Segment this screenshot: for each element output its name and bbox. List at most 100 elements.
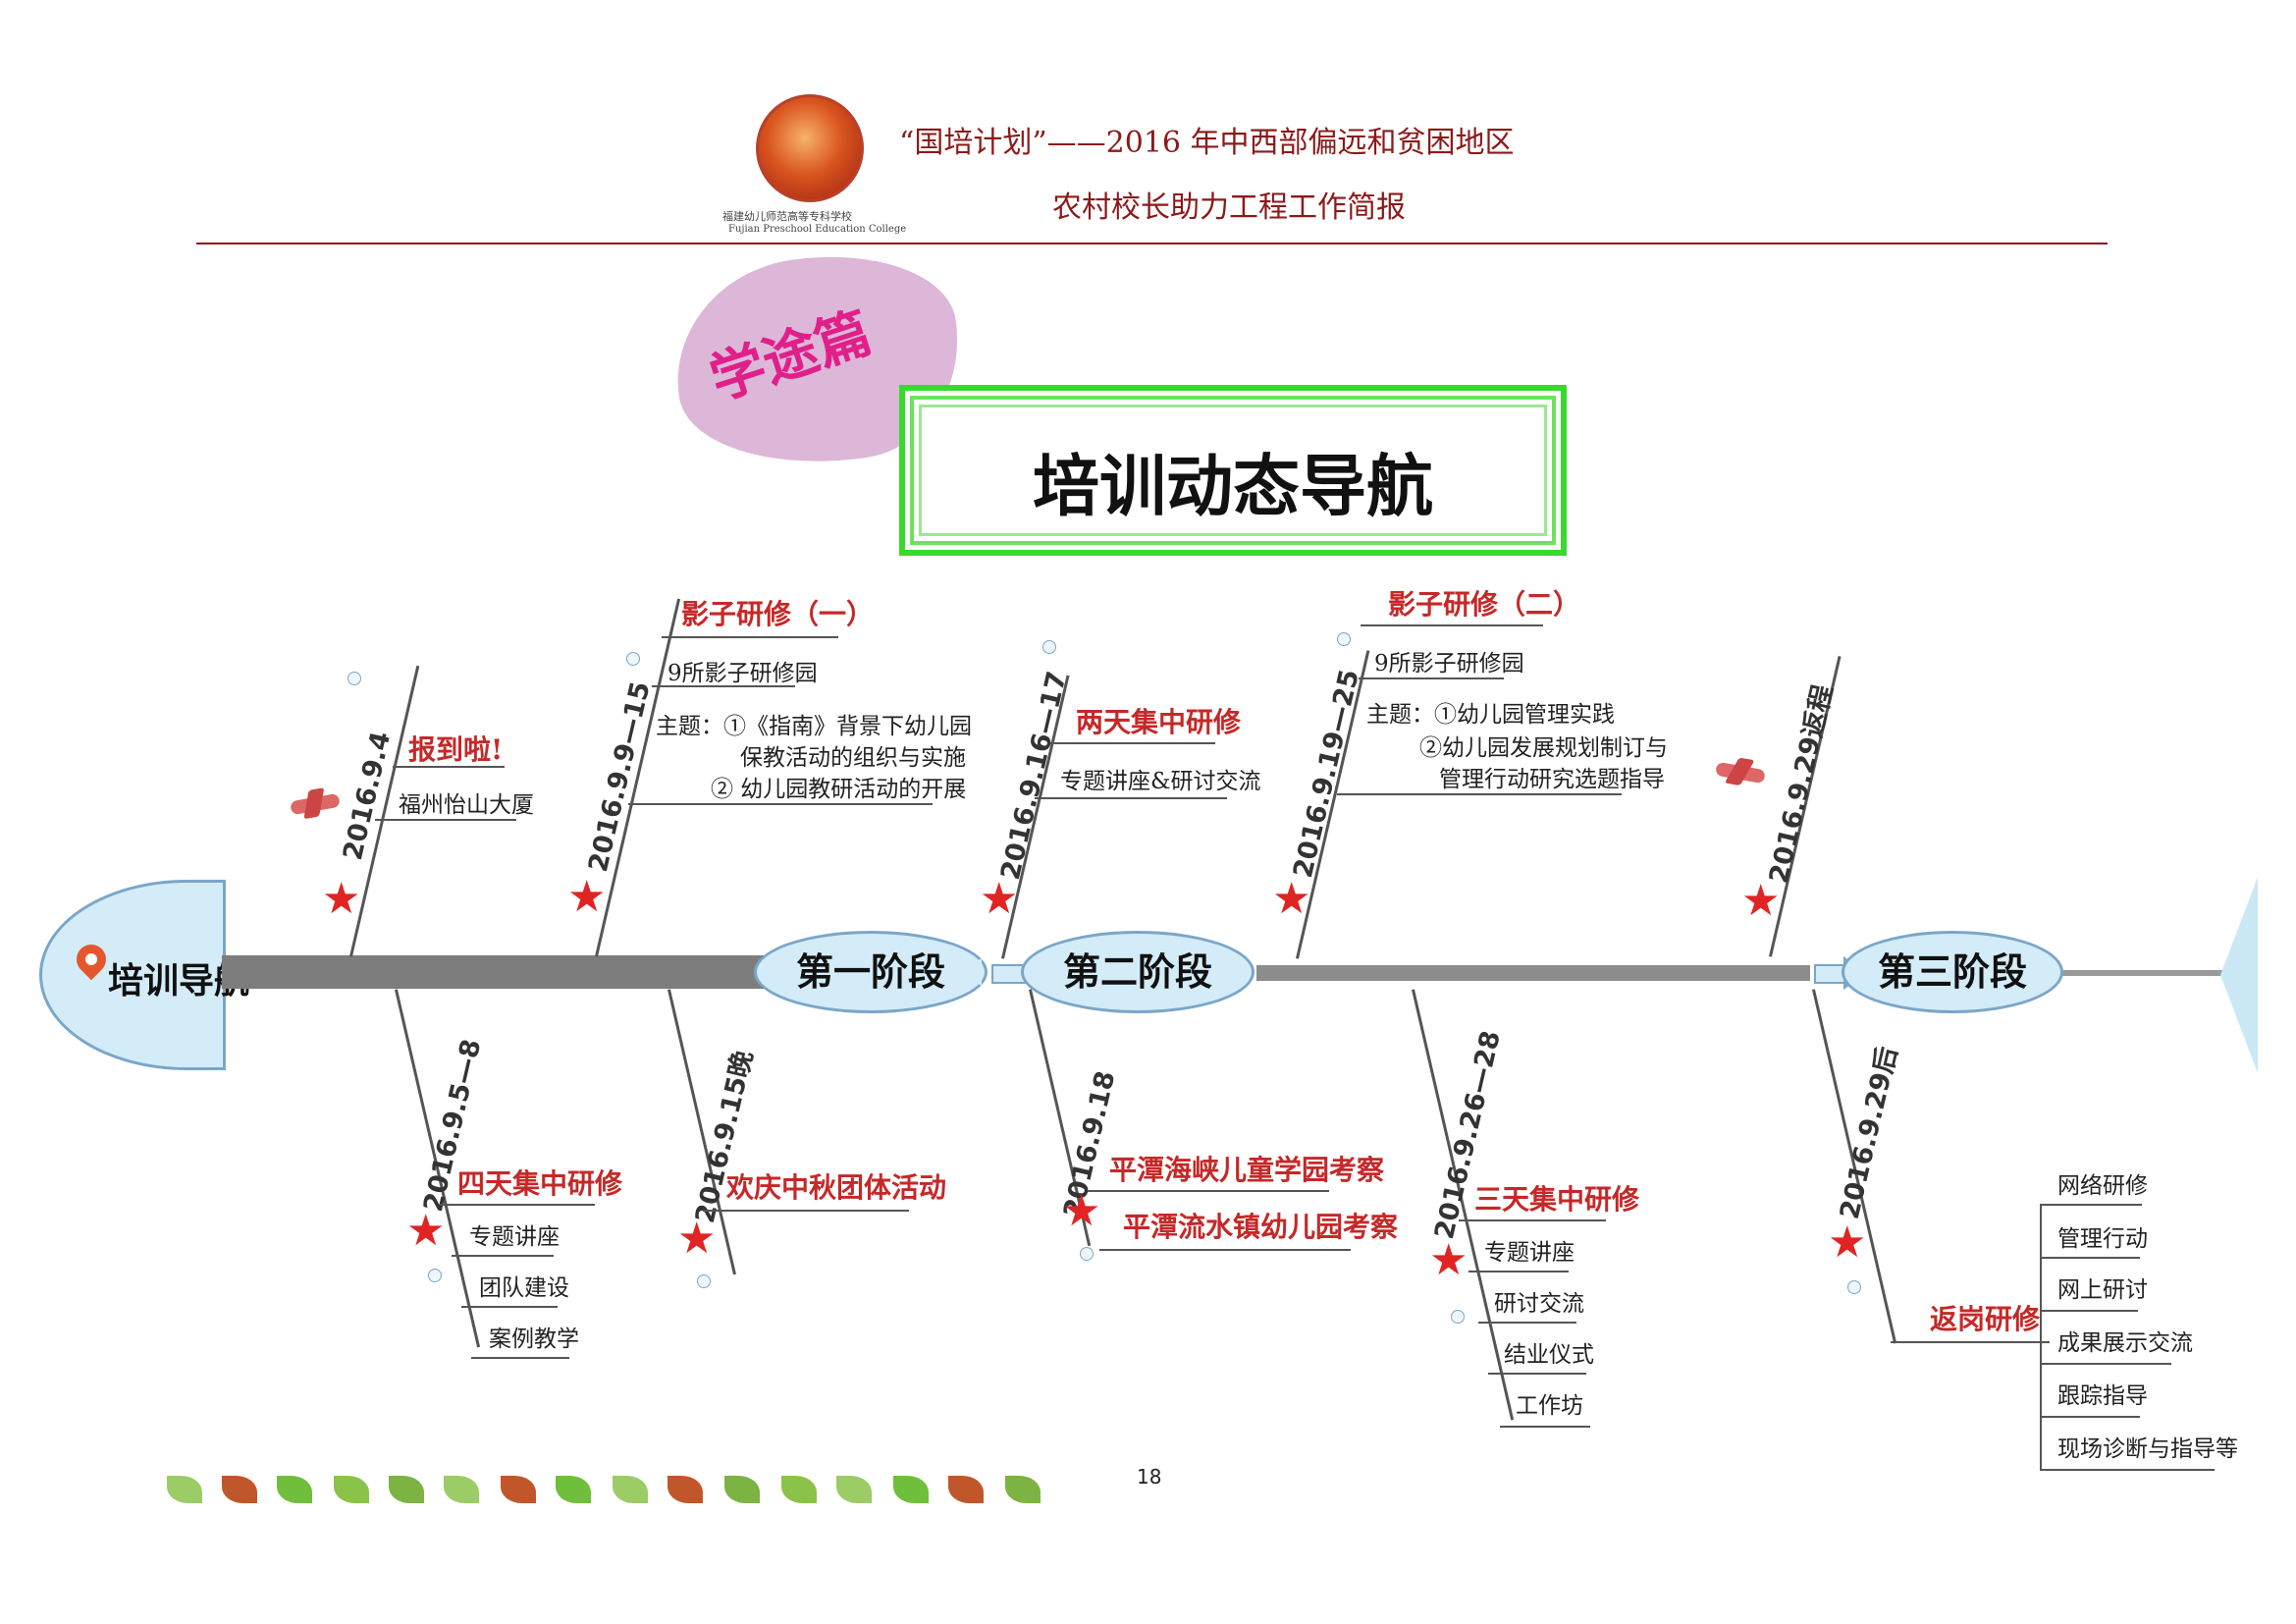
- branch-underline: [461, 1306, 558, 1308]
- branch-underline: [2040, 1204, 2142, 1206]
- branch-item: ②幼儿园发展规划制订与: [1419, 735, 1668, 761]
- branch-item: 案例教学: [489, 1326, 579, 1352]
- star-icon: ★: [980, 874, 1019, 924]
- branch-item: 结业仪式: [1504, 1342, 1594, 1368]
- leaf-icon: [893, 1476, 929, 1503]
- branch-underline: [1361, 624, 1543, 626]
- branch-heading: 四天集中研修: [457, 1167, 623, 1200]
- branch-underline: [471, 1357, 569, 1359]
- leaf-icon: [444, 1476, 479, 1503]
- fishbone-tail: [2220, 877, 2258, 1073]
- branch-underline: [1359, 677, 1504, 679]
- airplane-icon: [1715, 761, 1766, 785]
- branch-underline: [440, 1204, 595, 1206]
- star-icon: ★: [677, 1214, 717, 1264]
- logo-caption-cn: 福建幼儿师范高等专科学校: [722, 210, 852, 223]
- branch-underline: [1468, 1271, 1569, 1272]
- branch-underline: [2040, 1416, 2140, 1418]
- leaf-icon: [334, 1476, 369, 1503]
- leaf-icon: [277, 1476, 312, 1503]
- branch-item: 研讨交流: [1494, 1291, 1584, 1317]
- star-icon: ★: [1828, 1218, 1867, 1268]
- date-label: 2016.9.29返程: [1763, 681, 1840, 887]
- page-number: 18: [1137, 1465, 1162, 1489]
- leaf-icon: [613, 1476, 648, 1503]
- branch-underline: [393, 766, 505, 768]
- branch-underline: [2040, 1469, 2215, 1471]
- star-icon: ★: [322, 874, 361, 924]
- leaf-icon: [556, 1476, 591, 1503]
- branch-heading: 欢庆中秋团体活动: [726, 1171, 947, 1204]
- branch-underline: [652, 685, 795, 687]
- double-arrow-icon: [960, 958, 982, 986]
- date-label: 2016.9.29后: [1834, 1044, 1904, 1222]
- branch-item: 成果展示交流: [2057, 1330, 2193, 1356]
- leaf-icon: [948, 1476, 984, 1503]
- branch-underline: [1337, 793, 1622, 795]
- branch-item: 9所影子研修园: [667, 661, 818, 686]
- leaf-icon: [667, 1476, 703, 1503]
- branch-item: 福州怡山大厦: [399, 792, 534, 818]
- branch-underline: [1050, 742, 1215, 744]
- leaf-icon: [1005, 1476, 1041, 1503]
- branch-item: ② 幼儿园教研活动的开展: [711, 777, 967, 802]
- star-icon: ★: [1272, 874, 1311, 924]
- collapse-icon: [626, 652, 640, 666]
- branch-underline: [628, 803, 933, 805]
- branch-item: 网上研讨: [2057, 1277, 2148, 1303]
- branch-item: 管理行动研究选题指导: [1439, 767, 1665, 792]
- leaf-icon: [501, 1476, 536, 1503]
- branch-heading: 报到啦!: [408, 733, 504, 766]
- branch-underline: [1500, 1426, 1590, 1428]
- branch-item: 现场诊断与指导等: [2057, 1436, 2238, 1462]
- header-title-line2: 农村校长助力工程工作简报: [1052, 190, 1406, 225]
- stage-2: 第二阶段: [1021, 931, 1255, 1013]
- branch-connector: [2040, 1204, 2042, 1469]
- branch-underline: [1088, 1190, 1329, 1192]
- star-icon: ★: [1429, 1235, 1468, 1285]
- branch-item: 平潭流水镇幼儿园考察: [1123, 1211, 1399, 1243]
- leaf-icon: [781, 1476, 817, 1503]
- branch-underline: [2040, 1363, 2171, 1365]
- college-logo: [756, 94, 864, 202]
- branch-item: 跟踪指导: [2057, 1383, 2148, 1409]
- branch-underline: [703, 1210, 909, 1212]
- branch-underline: [375, 819, 516, 821]
- collapse-icon: [1042, 640, 1056, 654]
- branch-item: 网络研修: [2057, 1173, 2148, 1199]
- branch-underline: [2040, 1257, 2140, 1259]
- branch-underline: [452, 1255, 554, 1257]
- star-icon: ★: [1741, 876, 1781, 926]
- branch-item: 9所影子研修园: [1374, 651, 1524, 677]
- leaf-icon: [389, 1476, 424, 1503]
- branch-item: 保教活动的组织与实施: [740, 745, 966, 771]
- branch-item: 主题：①幼儿园管理实践: [1366, 702, 1615, 728]
- leaf-icon: [222, 1476, 257, 1503]
- stage-3: 第三阶段: [1842, 931, 2063, 1013]
- stage-1: 第一阶段: [754, 931, 988, 1013]
- branch-heading: 返岗研修: [1930, 1303, 2041, 1335]
- leaf-icon: [836, 1476, 872, 1503]
- branch-underline: [1478, 1322, 1576, 1324]
- star-icon: ★: [567, 872, 607, 922]
- leaf-icon: [724, 1476, 760, 1503]
- leaf-icon: [167, 1476, 202, 1503]
- collapse-icon: [1337, 632, 1351, 646]
- header-divider: [196, 243, 2108, 244]
- fishbone-spine: [222, 955, 768, 989]
- branch-heading: 两天集中研修: [1076, 706, 1242, 738]
- branch-underline: [1035, 797, 1227, 799]
- branch-underline: [2040, 1310, 2138, 1312]
- airplane-icon: [290, 792, 341, 816]
- branch-underline: [1891, 1341, 2050, 1343]
- branch-item: 专题讲座&研讨交流: [1060, 769, 1261, 794]
- collapse-icon: [1451, 1310, 1465, 1324]
- branch-item: 平潭海峡儿童学园考察: [1109, 1154, 1385, 1186]
- branch-item: 主题：①《指南》背景下幼儿园: [656, 714, 972, 739]
- title-frame: 培训动态导航: [899, 385, 1567, 556]
- branch-item: 专题讲座: [1484, 1240, 1575, 1266]
- branch-item: 团队建设: [479, 1275, 569, 1301]
- branch-underline: [1488, 1373, 1586, 1375]
- collapse-icon: [347, 672, 361, 685]
- branch-heading: 影子研修（二）: [1388, 588, 1581, 621]
